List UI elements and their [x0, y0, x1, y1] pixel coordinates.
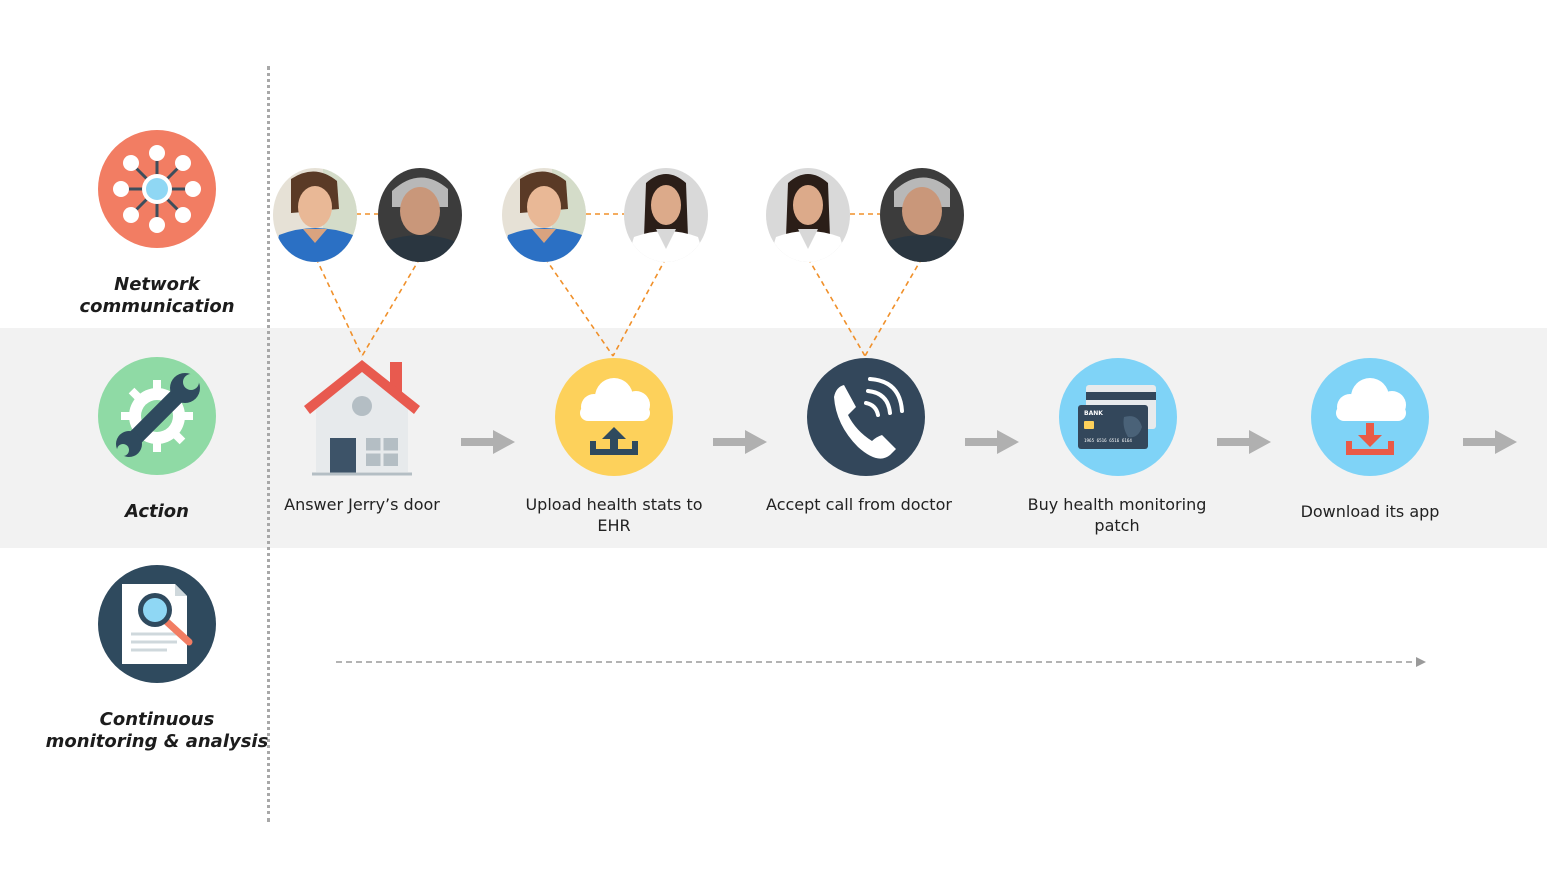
- flow-arrow-icon: [965, 430, 1019, 454]
- jerry-avatar: [880, 167, 964, 263]
- flow-arrow-icon: [713, 430, 767, 454]
- flow-arrow-icon: [1217, 430, 1271, 454]
- action-row-band: [0, 328, 1547, 548]
- doctor-avatar: [766, 167, 850, 263]
- nurse-avatar: [502, 167, 586, 263]
- house-icon: [302, 358, 422, 478]
- flow-arrow-icon: [1463, 430, 1517, 454]
- flow-arrow-icon: [461, 430, 515, 454]
- step-label-0: Answer Jerry’s door: [284, 495, 440, 514]
- jerry-avatar: [378, 167, 462, 263]
- row-label-monitoring: Continuous monitoring & analysis: [45, 709, 269, 752]
- monitoring-timeline-arrow: [336, 655, 1428, 669]
- card-number-text: 1965 6516 6516 6164: [1084, 438, 1132, 443]
- card-bank-text: BANK: [1084, 410, 1103, 417]
- step-label-1: Upload health stats to EHR: [525, 495, 703, 535]
- document-magnifier-icon: [97, 564, 217, 684]
- row-label-network: Network communication: [79, 274, 235, 317]
- step-label-3: Buy health monitoring patch: [1027, 495, 1207, 535]
- column-divider: [267, 66, 270, 822]
- phone-call-icon: [806, 357, 926, 477]
- wrench-gear-icon: [97, 356, 217, 476]
- credit-card-icon: BANK 1965 6516 6516 6164: [1058, 357, 1178, 477]
- step-label-2: Accept call from doctor: [766, 495, 952, 514]
- cloud-download-icon: [1310, 357, 1430, 477]
- nurse-avatar: [273, 167, 357, 263]
- doctor-avatar: [624, 167, 708, 263]
- row-label-action: Action: [124, 501, 189, 522]
- network-icon: [97, 129, 217, 249]
- step-label-4: Download its app: [1300, 502, 1440, 521]
- cloud-upload-icon: [554, 357, 674, 477]
